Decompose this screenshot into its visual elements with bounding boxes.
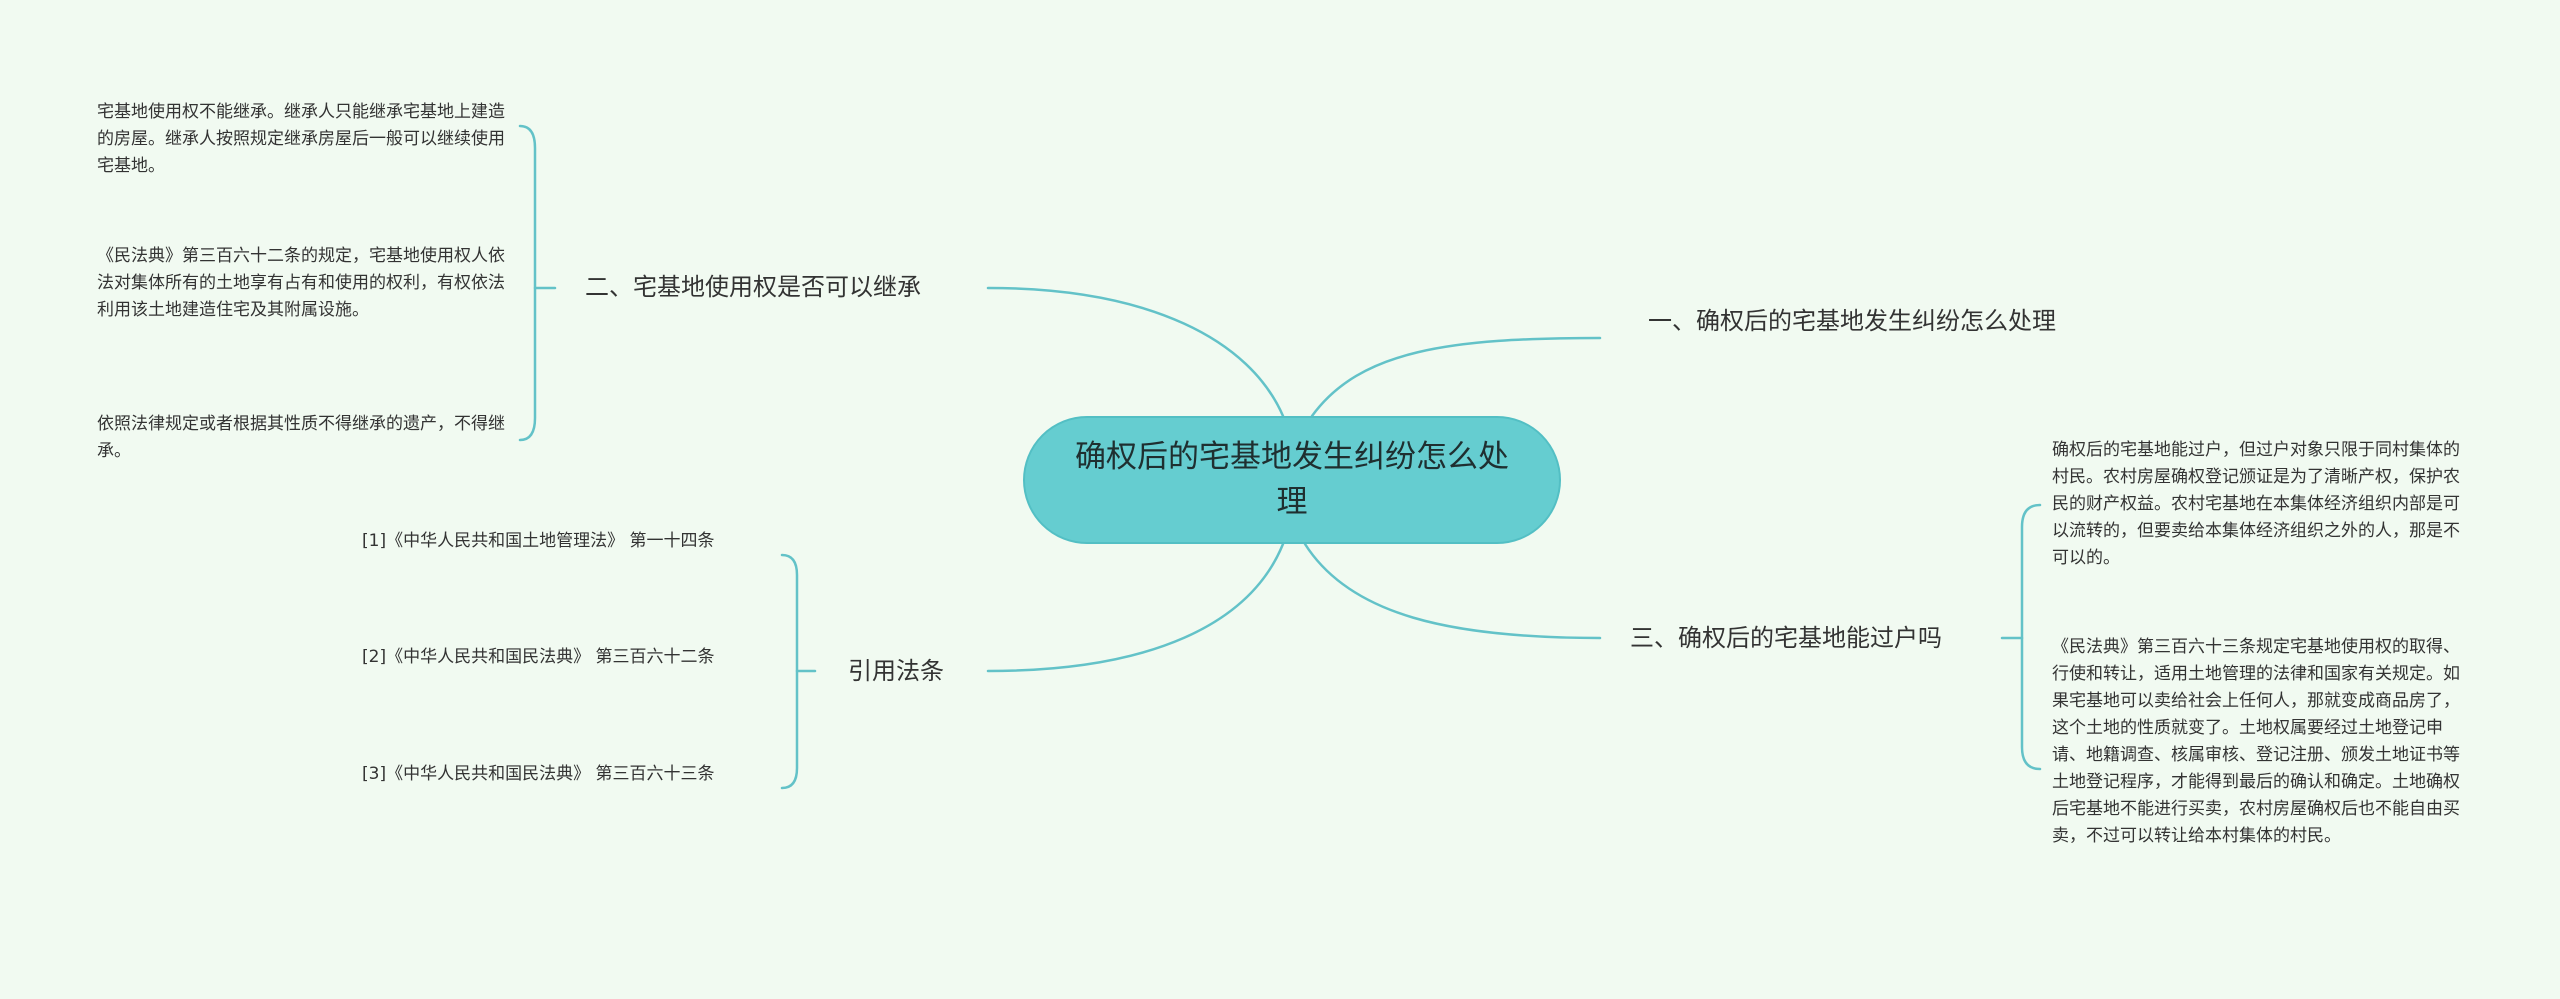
leaf-citation-3[interactable]: [3]《中华人民共和国民法典》 第三百六十三条 <box>362 761 774 788</box>
link-central-b1 <box>1310 336 1602 418</box>
link-central-b2 <box>986 286 1285 418</box>
leaf-transfer-1[interactable]: 确权后的宅基地能过户，但过户对象只限于同村集体的村民。农村房屋确权登记颁证是为了… <box>2052 437 2466 572</box>
branch-topic-inheritance[interactable]: 二、宅基地使用权是否可以继承 <box>585 270 1005 304</box>
link-central-b3 <box>1303 542 1602 640</box>
leaf-inheritance-2-text: 《民法典》第三百六十二条的规定，宅基地使用权人依法对集体所有的土地享有占有和使用… <box>97 246 505 320</box>
leaf-citation-1-text: [1]《中华人民共和国土地管理法》 第一十四条 <box>362 531 715 551</box>
leaf-transfer-2[interactable]: 《民法典》第三百六十三条规定宅基地使用权的取得、行使和转让，适用土地管理的法律和… <box>2052 634 2466 850</box>
leaf-inheritance-1[interactable]: 宅基地使用权不能继承。继承人只能继承宅基地上建造的房屋。继承人按照规定继承房屋后… <box>97 99 512 180</box>
branch-topic-transfer[interactable]: 三、确权后的宅基地能过户吗 <box>1630 621 2000 655</box>
branch-topic-disputes-label: 一、确权后的宅基地发生纠纷怎么处理 <box>1648 307 2056 335</box>
branch-topic-disputes[interactable]: 一、确权后的宅基地发生纠纷怎么处理 <box>1648 304 2058 338</box>
branch-topic-transfer-label: 三、确权后的宅基地能过户吗 <box>1630 624 1942 652</box>
leaf-citation-1[interactable]: [1]《中华人民共和国土地管理法》 第一十四条 <box>362 528 774 555</box>
central-topic[interactable]: 确权后的宅基地发生纠纷怎么处理 <box>1023 416 1561 544</box>
leaf-citation-2-text: [2]《中华人民共和国民法典》 第三百六十二条 <box>362 647 715 667</box>
bracket-b4-spine <box>780 553 799 790</box>
branch-topic-inheritance-label: 二、宅基地使用权是否可以继承 <box>585 273 921 301</box>
leaf-transfer-1-text: 确权后的宅基地能过户，但过户对象只限于同村集体的村民。农村房屋确权登记颁证是为了… <box>2052 440 2460 568</box>
link-central-b4 <box>986 542 1285 673</box>
leaf-transfer-2-text: 《民法典》第三百六十三条规定宅基地使用权的取得、行使和转让，适用土地管理的法律和… <box>2052 637 2460 846</box>
branch-topic-citations[interactable]: 引用法条 <box>848 654 988 688</box>
central-topic-label: 确权后的宅基地发生纠纷怎么处理 <box>1075 439 1509 520</box>
leaf-inheritance-1-text: 宅基地使用权不能继承。继承人只能继承宅基地上建造的房屋。继承人按照规定继承房屋后… <box>97 102 505 176</box>
leaf-citation-2[interactable]: [2]《中华人民共和国民法典》 第三百六十二条 <box>362 644 774 671</box>
leaf-inheritance-3[interactable]: 依照法律规定或者根据其性质不得继承的遗产，不得继承。 <box>97 411 512 465</box>
bracket-b3-spine <box>2020 503 2042 771</box>
leaf-inheritance-2[interactable]: 《民法典》第三百六十二条的规定，宅基地使用权人依法对集体所有的土地享有占有和使用… <box>97 243 512 324</box>
branch-topic-citations-label: 引用法条 <box>848 657 944 685</box>
bracket-b2-spine <box>518 124 537 442</box>
leaf-inheritance-3-text: 依照法律规定或者根据其性质不得继承的遗产，不得继承。 <box>97 414 505 461</box>
leaf-citation-3-text: [3]《中华人民共和国民法典》 第三百六十三条 <box>362 764 715 784</box>
